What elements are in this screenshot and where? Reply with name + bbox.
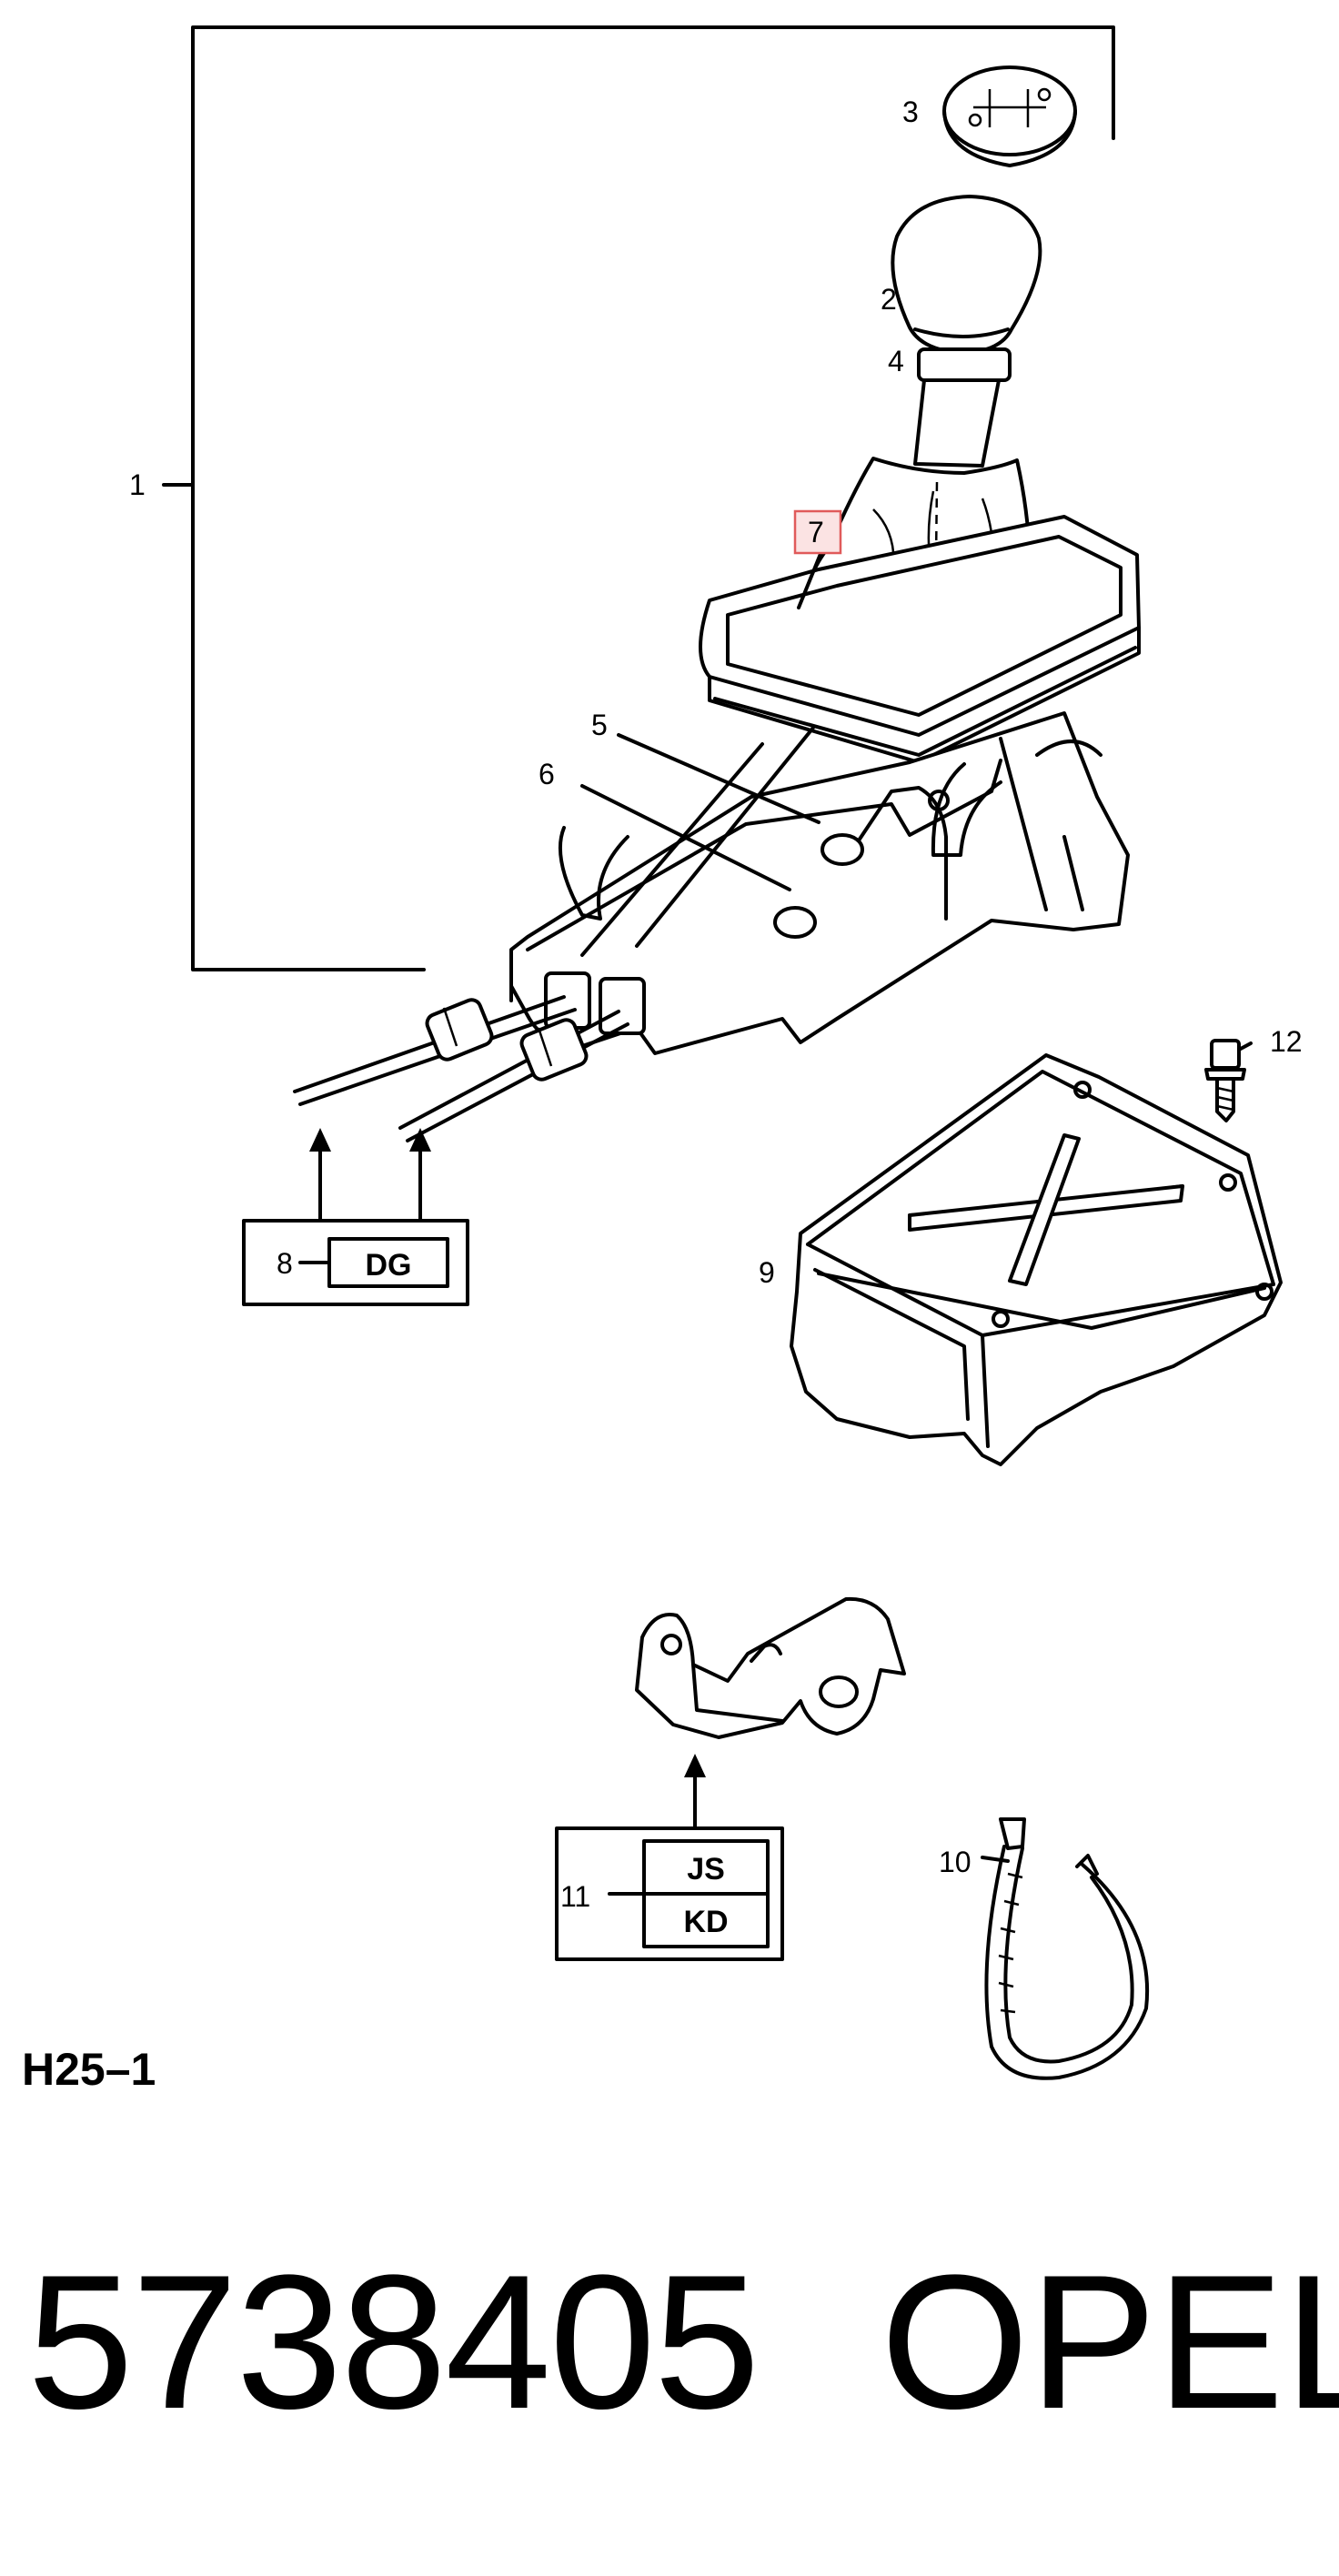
code-dg: DG [366, 1248, 412, 1283]
callout-9: 9 [759, 1256, 775, 1289]
brand-name: OPEL [881, 2235, 1339, 2449]
callout-2: 2 [881, 283, 897, 316]
gaiter-frame [699, 515, 1141, 764]
callout-7-highlight [793, 509, 842, 555]
callout-1: 1 [129, 468, 146, 501]
bracket-arrow [684, 1754, 706, 1830]
cable-arrows [309, 1128, 431, 1221]
shift-pattern-cap [942, 65, 1077, 167]
gear-knob [891, 195, 1042, 355]
callout-12: 12 [1270, 1025, 1303, 1058]
bolt [1204, 1039, 1246, 1122]
leader-lines [580, 548, 1253, 1863]
assembly-1-bracket [162, 25, 1115, 971]
callout-4: 4 [888, 345, 904, 377]
callout-10: 10 [939, 1846, 972, 1878]
js-kd-code-box [555, 1826, 784, 1961]
callout-6: 6 [539, 758, 555, 790]
callout-7: 7 [808, 516, 824, 548]
callout-8: 8 [277, 1247, 293, 1280]
knob-collar [913, 347, 1012, 468]
dg-code-box [242, 1219, 469, 1306]
callout-3: 3 [902, 96, 919, 128]
callout-11: 11 [560, 1880, 590, 1913]
callout-5: 5 [591, 709, 608, 741]
section-code: H25–1 [22, 2044, 156, 2095]
code-js: JS [687, 1852, 725, 1887]
part-number: 5738405 [27, 2235, 760, 2449]
shift-housing [509, 711, 1130, 1055]
selector-cables [293, 995, 629, 1142]
cable-tie [984, 1817, 1150, 2080]
code-kd: KD [683, 1905, 728, 1939]
cover-plate [790, 1053, 1283, 1466]
mounting-bracket [635, 1596, 906, 1739]
